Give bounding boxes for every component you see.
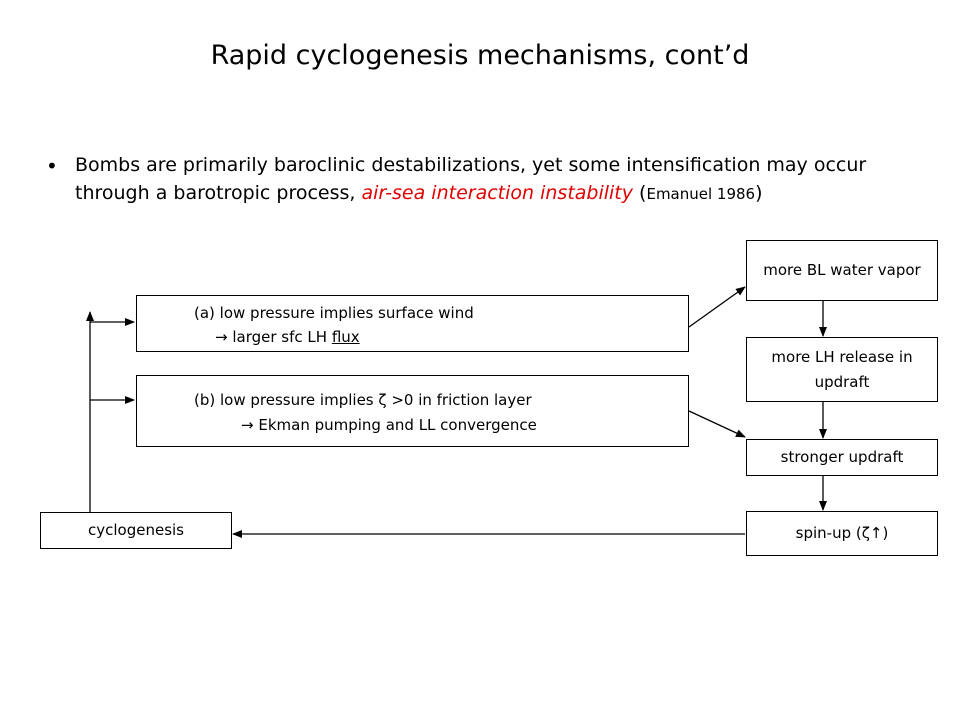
right-arrow-icon: → xyxy=(241,416,254,434)
zeta-symbol: ζ xyxy=(378,391,387,409)
box-more-lh-release: more LH release in updraft xyxy=(746,337,938,402)
arrow-a-to-vapor xyxy=(688,286,746,328)
citation: Emanuel 1986 xyxy=(646,185,756,203)
page-title: Rapid cyclogenesis mechanisms, cont’d xyxy=(210,40,750,71)
box-a-line2: → larger sfc LH flux xyxy=(215,325,360,350)
bullet-text: Bombs are primarily baroclinic destabili… xyxy=(75,151,915,208)
box-more-bl-water-vapor: more BL water vapor xyxy=(746,240,938,301)
box-b-line1: (b) low pressure implies ζ >0 in frictio… xyxy=(194,388,532,413)
bullet-marker: • xyxy=(46,154,58,178)
box-cyclogenesis: cyclogenesis xyxy=(40,512,232,549)
paren-close: ) xyxy=(755,182,763,204)
box-b-line2: → Ekman pumping and LL convergence xyxy=(241,413,537,438)
box-b-line2-text: Ekman pumping and LL convergence xyxy=(253,416,537,434)
paren-open: ( xyxy=(633,182,647,204)
arrow-b-to-updraft xyxy=(688,410,746,438)
bullet-text-main: Bombs are primarily baroclinic destabili… xyxy=(75,154,867,204)
box-b-line1-post: >0 in friction layer xyxy=(386,391,532,409)
box-a-line1: (a) low pressure implies surface wind xyxy=(194,304,474,322)
box-a-line2-text: larger sfc LH xyxy=(227,328,332,346)
box-a-flux: flux xyxy=(331,328,360,346)
box-a: (a) low pressure implies surface wind → … xyxy=(136,295,689,352)
box-spin-up: spin-up (ζ↑) xyxy=(746,511,938,556)
box-stronger-updraft: stronger updraft xyxy=(746,439,938,476)
box-b-line1-pre: (b) low pressure implies xyxy=(194,391,379,409)
right-arrow-icon: → xyxy=(215,328,228,346)
box-b: (b) low pressure implies ζ >0 in frictio… xyxy=(136,375,689,447)
highlight-term: air-sea interaction instability xyxy=(361,182,634,204)
